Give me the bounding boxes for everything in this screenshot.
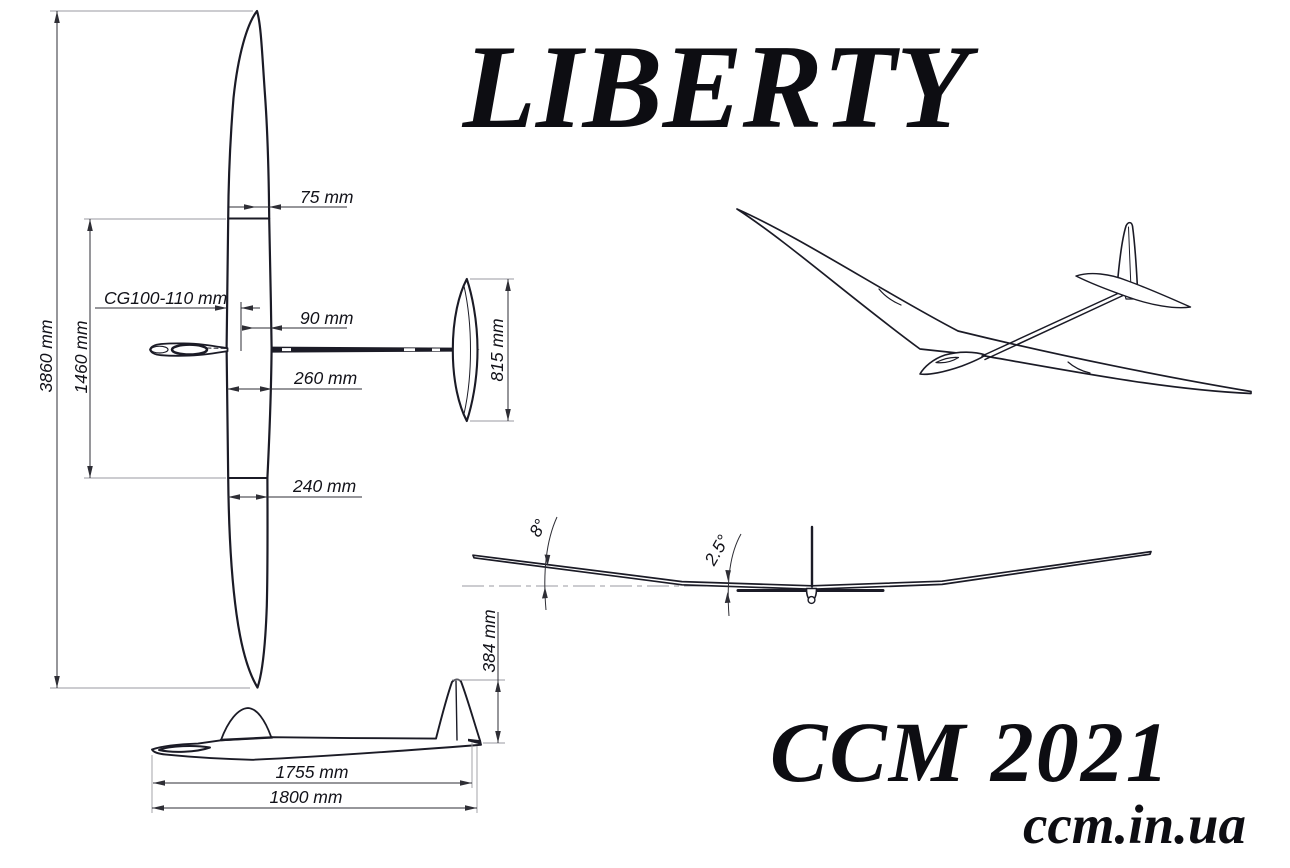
arrowhead (544, 554, 551, 566)
panel-break-3d-right (1067, 361, 1091, 374)
dim-stab-span-label: 815 mm (487, 318, 507, 381)
dim-length-to-fin-label: 1755 mm (276, 762, 349, 782)
spinner-front (807, 595, 816, 605)
arrowhead (505, 279, 511, 291)
fuselage-pod-top (149, 342, 229, 357)
arrowhead (725, 570, 731, 581)
arrowhead (542, 587, 548, 599)
arrowhead (54, 676, 60, 688)
perspective-view (736, 208, 1252, 395)
dim-center-section-span: 1460 mm (71, 218, 226, 479)
canopy-side (158, 745, 211, 753)
boom-3d-bottom (984, 294, 1124, 361)
wing-outline (225, 9, 273, 689)
arrowhead (460, 780, 472, 786)
side-view: 384 mm 1755 mm 1800 mm (151, 609, 505, 813)
arrowhead (87, 466, 93, 478)
arrowhead (269, 204, 281, 210)
front-view: 8° 2.5° (462, 516, 1152, 617)
dim-stab-span: 815 mm (470, 278, 514, 422)
boom-3d-top (981, 291, 1121, 357)
dim-center-span-label: 1460 mm (71, 321, 91, 394)
dim-wingspan: 3860 mm (36, 10, 253, 689)
rudder-hinge-3d (1128, 226, 1132, 290)
dim-root-chord-label: 260 mm (293, 368, 357, 388)
stabilizer-3d (1075, 272, 1192, 309)
arrowhead (244, 204, 256, 210)
page-title: LIBERTY (462, 20, 979, 153)
elevator-hinge-line (463, 285, 471, 415)
top-view (149, 9, 480, 689)
dim-length-overall-label: 1800 mm (270, 787, 343, 807)
arrowhead (505, 409, 511, 421)
arrowhead (465, 805, 477, 811)
panel-break-3d-left (878, 288, 902, 306)
boom-joint-mark (404, 348, 415, 352)
arrowhead (256, 494, 268, 500)
arrowhead (724, 592, 731, 603)
dim-cg-label: CG100-110 mm (104, 288, 227, 308)
dim-90-label: 90 mm (300, 308, 353, 328)
dim-length-to-fin: 1755 mm (153, 742, 473, 788)
website-text: ccm.in.ua (1023, 794, 1246, 855)
dim-center-dihedral-label: 2.5° (700, 531, 733, 569)
dim-break-chord: 240 mm (228, 476, 362, 500)
arrowhead (87, 219, 93, 231)
arrowhead (227, 386, 239, 392)
arrowhead (242, 325, 254, 331)
tail-boom-top (272, 346, 471, 353)
arrowhead (54, 11, 60, 23)
fuselage-3d (919, 351, 987, 376)
boom-joint-mark (282, 348, 291, 352)
wing-saddle-line (219, 736, 274, 742)
tail-skid (468, 738, 481, 745)
arrowhead (152, 805, 164, 811)
arrowhead (260, 386, 272, 392)
dim-tip-panel-chord: 75 mm (229, 187, 353, 210)
dim-wingspan-label: 3860 mm (36, 320, 56, 393)
dim-tail-height-label: 384 mm (479, 609, 499, 672)
dim-outer-dihedral-label: 8° (525, 516, 551, 540)
wing-3d (736, 208, 1252, 395)
fuselage-side-outline (151, 678, 482, 761)
arrowhead (153, 780, 165, 786)
dim-tip-chord-label: 75 mm (300, 187, 353, 207)
arrowhead (495, 680, 501, 692)
arrowhead (215, 305, 227, 311)
dim-cg-to-te: 90 mm (242, 308, 353, 331)
canopy-3d (935, 356, 960, 364)
dim-length-overall: 1800 mm (151, 746, 478, 813)
nose-hatch-outline (150, 345, 169, 354)
canopy-outline-top (170, 343, 209, 356)
arrowhead (270, 325, 282, 331)
stabilizer-outline-top (451, 277, 479, 423)
dim-root-chord: 260 mm (227, 368, 362, 392)
wing-front (472, 550, 1152, 591)
dim-tail-height: 384 mm (452, 609, 505, 744)
rudder-hinge-side (455, 680, 458, 741)
boom-joint-mark (432, 348, 440, 352)
wing-fairing-side (220, 707, 272, 741)
arrowhead (495, 731, 501, 743)
dim-break-chord-label: 240 mm (292, 476, 356, 496)
arrowhead (228, 494, 240, 500)
dim-cg-range: CG100-110 mm (95, 288, 260, 351)
arrowhead (241, 305, 253, 311)
brand-year-text: CCM 2021 (770, 704, 1171, 800)
angle-arc-2-5 (727, 533, 742, 617)
